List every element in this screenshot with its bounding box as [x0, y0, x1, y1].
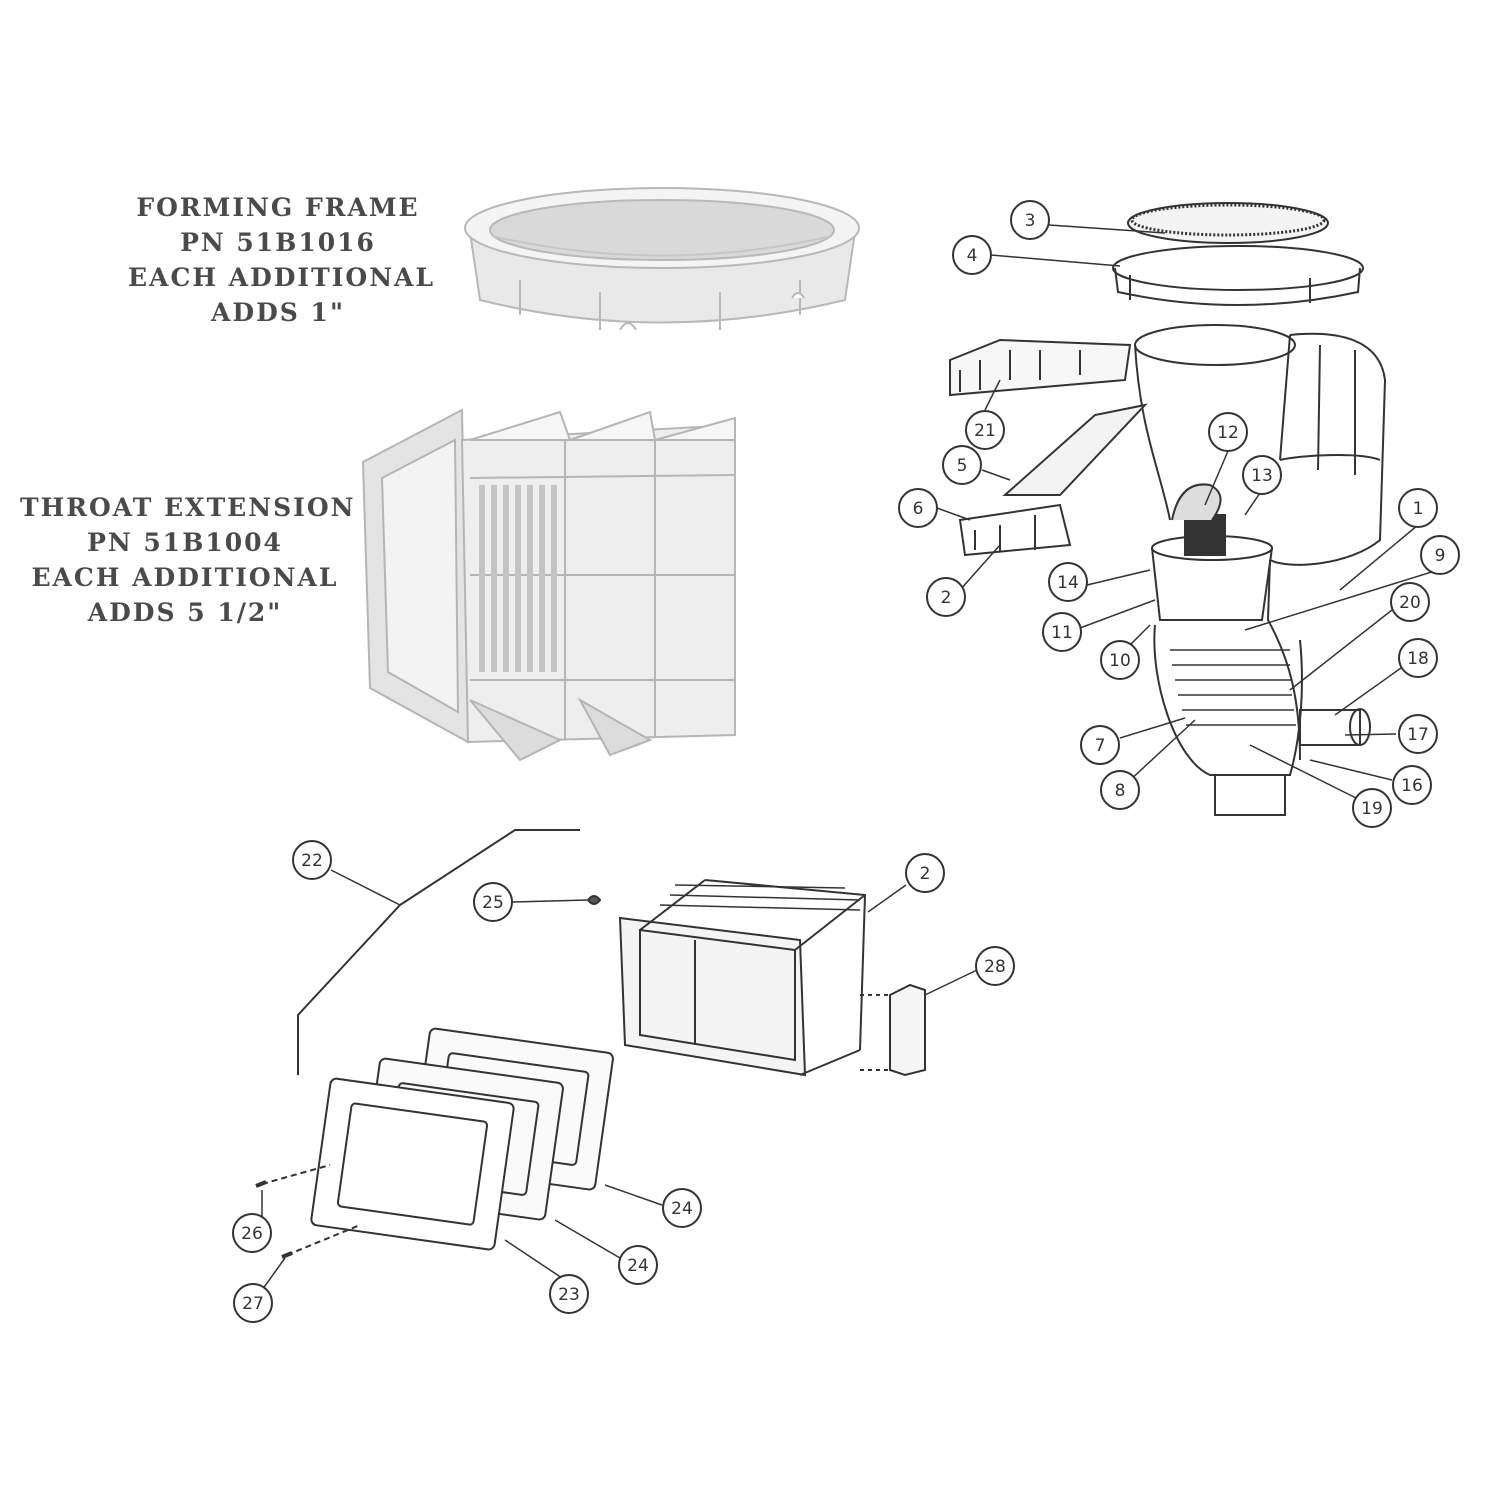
svg-text:3: 3	[1025, 211, 1036, 231]
svg-text:16: 16	[1401, 776, 1423, 796]
svg-text:14: 14	[1057, 573, 1079, 593]
svg-text:22: 22	[301, 851, 323, 871]
svg-text:10: 10	[1109, 651, 1131, 671]
svg-text:13: 13	[1251, 466, 1273, 486]
svg-text:11: 11	[1051, 623, 1073, 643]
callout-17: 17	[1398, 714, 1438, 754]
svg-text:17: 17	[1407, 725, 1429, 745]
callout-28: 28	[975, 946, 1015, 986]
svg-text:21: 21	[974, 421, 996, 441]
callout-9: 9	[1420, 535, 1460, 575]
svg-text:28: 28	[984, 957, 1006, 977]
svg-text:19: 19	[1361, 799, 1383, 819]
callout-2-upper: 2	[926, 577, 966, 617]
callout-24-lower: 24	[618, 1245, 658, 1285]
forming-frame-image	[464, 187, 860, 331]
throat-extension-image	[361, 408, 736, 762]
svg-text:23: 23	[558, 1285, 580, 1305]
svg-text:9: 9	[1435, 546, 1446, 566]
svg-text:25: 25	[482, 893, 504, 913]
callout-24-upper: 24	[662, 1188, 702, 1228]
callout-16: 16	[1392, 765, 1432, 805]
svg-text:2: 2	[920, 864, 931, 884]
callout-14: 14	[1048, 562, 1088, 602]
svg-text:24: 24	[671, 1199, 693, 1219]
throat-extension-title: THROAT EXTENSION	[20, 493, 356, 522]
callout-3: 3	[1010, 200, 1050, 240]
callout-leaders	[261, 224, 1439, 1291]
svg-text:4: 4	[967, 246, 978, 266]
callout-13: 13	[1242, 455, 1282, 495]
svg-text:7: 7	[1095, 736, 1106, 756]
callout-21: 21	[965, 410, 1005, 450]
forming-frame-note-2: ADDS 1"	[211, 298, 345, 327]
throat-extension-caption: THROAT EXTENSION PN 51B1004 EACH ADDITIO…	[20, 490, 356, 630]
callout-11: 11	[1042, 612, 1082, 652]
svg-text:18: 18	[1407, 649, 1429, 669]
callout-25: 25	[473, 882, 513, 922]
callout-19: 19	[1352, 788, 1392, 828]
callout-1: 1	[1398, 488, 1438, 528]
svg-text:2: 2	[941, 588, 952, 608]
svg-text:20: 20	[1399, 593, 1421, 613]
callouts: 3 4 21 5 6 2 12 13 1 9 14 20 11 10 18 17…	[232, 200, 1460, 1323]
svg-text:26: 26	[241, 1224, 263, 1244]
throat-extension-note-1: EACH ADDITIONAL	[31, 563, 339, 592]
skimmer-exploded-view	[949, 202, 1387, 816]
forming-frame-caption: FORMING FRAME PN 51B1016 EACH ADDITIONAL…	[128, 190, 436, 330]
callout-22: 22	[292, 840, 332, 880]
svg-text:5: 5	[957, 456, 968, 476]
callout-18: 18	[1398, 638, 1438, 678]
forming-frame-part-number: PN 51B1016	[180, 228, 376, 257]
svg-text:24: 24	[627, 1256, 649, 1276]
callout-8: 8	[1100, 770, 1140, 810]
callout-4: 4	[952, 235, 992, 275]
forming-frame-title: FORMING FRAME	[136, 193, 420, 222]
callout-23: 23	[549, 1274, 589, 1314]
throat-extension-note-2: ADDS 5 1/2"	[87, 598, 283, 627]
callout-7: 7	[1080, 725, 1120, 765]
svg-text:12: 12	[1217, 423, 1239, 443]
callout-20: 20	[1390, 582, 1430, 622]
throat-extension-part-number: PN 51B1004	[87, 528, 283, 557]
callout-27: 27	[233, 1283, 273, 1323]
wall-fitting-assembly	[255, 829, 926, 1259]
svg-text:6: 6	[913, 499, 924, 519]
svg-text:1: 1	[1413, 499, 1424, 519]
callout-6: 6	[898, 488, 938, 528]
svg-text:8: 8	[1115, 781, 1126, 801]
callout-10: 10	[1100, 640, 1140, 680]
callout-2-lower: 2	[905, 853, 945, 893]
callout-12: 12	[1208, 412, 1248, 452]
forming-frame-note-1: EACH ADDITIONAL	[128, 263, 436, 292]
callout-5: 5	[942, 445, 982, 485]
svg-text:27: 27	[242, 1294, 264, 1314]
callout-26: 26	[232, 1213, 272, 1253]
